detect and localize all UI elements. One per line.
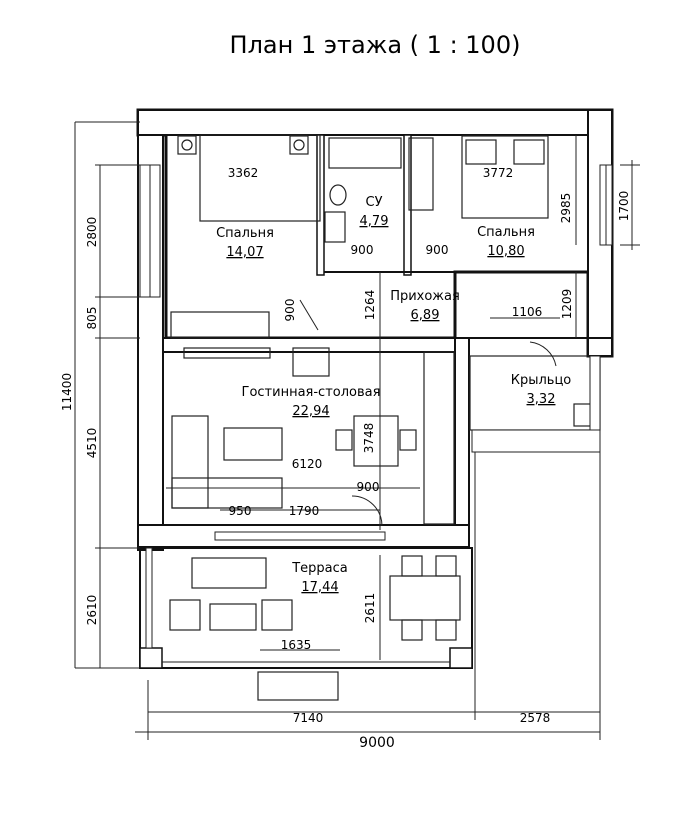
dim-950: 950: [229, 504, 252, 518]
room-name-bedroom1: Спальня: [216, 226, 274, 241]
dim-3362: 3362: [228, 166, 259, 180]
dim-2610: 2610: [85, 595, 99, 626]
room-area-bedroom2: 10,80: [487, 244, 524, 259]
room-name-hall: Прихожая: [390, 289, 460, 304]
dim-805: 805: [85, 307, 99, 330]
dim-4510: 4510: [85, 428, 99, 459]
dim-11400: 11400: [60, 373, 74, 411]
room-name-porch: Крыльцо: [511, 373, 572, 388]
room-name-bedroom2: Спальня: [477, 225, 535, 240]
dimension-lines: [74, 121, 640, 740]
dim-6120: 6120: [292, 457, 323, 471]
room-name-terrace: Терраса: [291, 561, 348, 576]
dim-2578: 2578: [520, 711, 551, 725]
dim-3748: 3748: [362, 423, 376, 454]
dim-9000: 9000: [359, 735, 395, 751]
room-name-bathroom: СУ: [366, 195, 383, 210]
dim-1264: 1264: [363, 290, 377, 321]
dim-3772: 3772: [483, 166, 514, 180]
dim-2985: 2985: [559, 193, 573, 224]
windows: [139, 164, 613, 541]
dim-1635: 1635: [281, 638, 312, 652]
room-area-terrace: 17,44: [301, 580, 338, 595]
room-area-bathroom: 4,79: [360, 214, 389, 229]
room-name-living: Гостинная-столовая: [242, 385, 381, 400]
dim-1106: 1106: [512, 305, 543, 319]
dim-2800: 2800: [85, 217, 99, 248]
dimension-labels: 3362 3772 2985 1700 900 900 900 1264 120…: [60, 166, 631, 751]
dim-900-bedroom-door: 900: [283, 299, 297, 322]
furniture: [169, 134, 557, 641]
room-labels: Спальня 14,07 СУ 4,79 Спальня 10,80 Прих…: [216, 195, 571, 595]
room-area-hall: 6,89: [411, 308, 440, 323]
dim-2611: 2611: [363, 593, 377, 624]
dim-1700: 1700: [617, 191, 631, 222]
plan-title: План 1 этажа ( 1 : 100): [230, 31, 521, 59]
dim-900-living-door: 900: [357, 480, 380, 494]
room-area-porch: 3,32: [527, 392, 556, 407]
dim-7140: 7140: [293, 711, 324, 725]
dim-900-bath-left: 900: [351, 243, 374, 257]
room-area-bedroom1: 14,07: [226, 245, 263, 260]
dim-900-bath-right: 900: [426, 243, 449, 257]
room-area-living: 22,94: [292, 404, 329, 419]
dim-1209: 1209: [560, 289, 574, 320]
dim-1790: 1790: [289, 504, 320, 518]
